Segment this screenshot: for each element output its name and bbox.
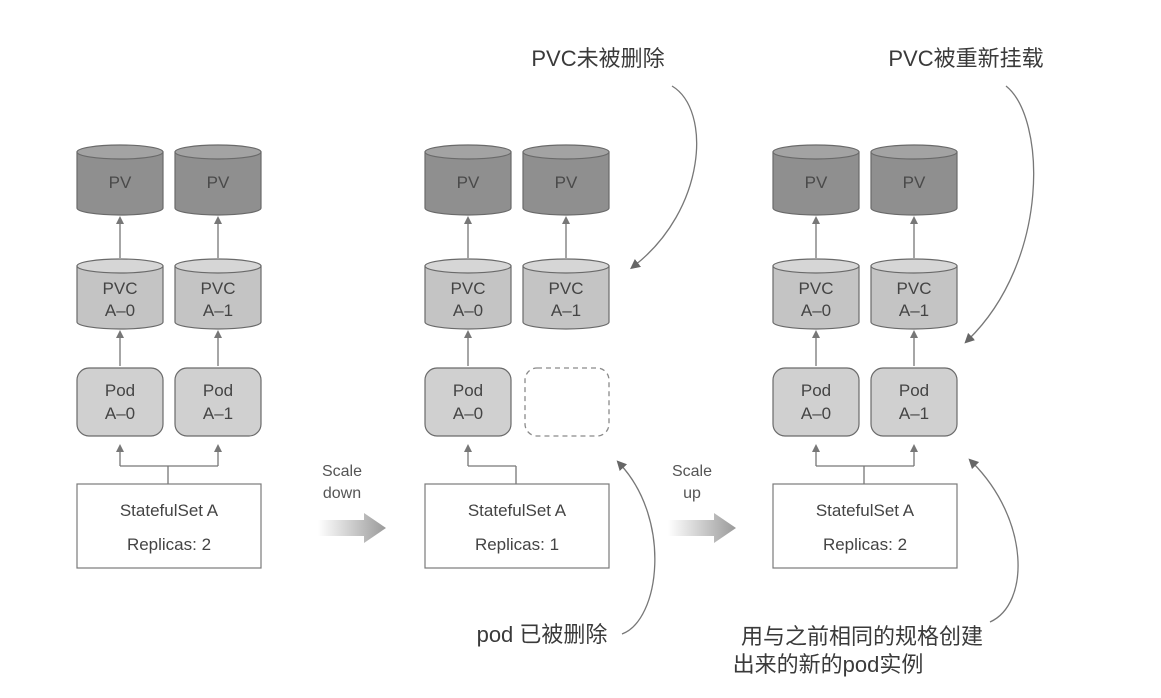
scale-down-label-2: down: [323, 485, 361, 502]
pod-box: Pod A–0: [424, 367, 512, 437]
pvc-ordinal: A–0: [801, 301, 831, 320]
pod-name: Pod: [453, 381, 483, 400]
annotation-pvc-reattached: PVC被重新挂载: [888, 46, 1043, 71]
pvc-cylinder: PVC A–1: [174, 258, 262, 330]
annotation-pvc-not-deleted: PVC未被删除: [531, 46, 664, 71]
pod-box: Pod A–0: [772, 367, 860, 437]
pvc-cylinder: PVC A–0: [772, 258, 860, 330]
statefulset-connector: [464, 444, 517, 484]
pod-ordinal: A–0: [105, 404, 135, 423]
pod-name: Pod: [105, 381, 135, 400]
pod-ordinal: A–1: [203, 404, 233, 423]
pvc-name: PVC: [201, 279, 236, 298]
scale-down-transition: Scale down: [318, 463, 386, 543]
scale-up-transition: Scale up: [668, 463, 736, 543]
pv-label: PV: [457, 173, 480, 192]
pod-ordinal: A–0: [801, 404, 831, 423]
pv-label: PV: [903, 173, 926, 192]
scale-up-label-1: Scale: [672, 463, 712, 480]
pv-cylinder: PV: [870, 144, 958, 216]
pvc-cylinder: PVC A–0: [76, 258, 164, 330]
pod-name: Pod: [203, 381, 233, 400]
pod-name: Pod: [801, 381, 831, 400]
annotation-pod-deleted: pod 已被删除: [477, 622, 608, 647]
pv-cylinder: PV: [76, 144, 164, 216]
statefulset-replicas: Replicas: 1: [475, 535, 559, 554]
pvc-cylinder: PVC A–0: [424, 258, 512, 330]
pvc-ordinal: A–1: [551, 301, 581, 320]
pv-label: PV: [109, 173, 132, 192]
pod-box: Pod A–1: [870, 367, 958, 437]
pv-cylinder: PV: [174, 144, 262, 216]
statefulset-replicas: Replicas: 2: [127, 535, 211, 554]
pv-cylinder: PV: [522, 144, 610, 216]
pvc-name: PVC: [799, 279, 834, 298]
annotation-curve-pvc-reattached: [964, 85, 1035, 344]
pod-ordinal: A–1: [899, 404, 929, 423]
stage-3: PV PV PVC A–0 PVC A–1 Pod A–0: [772, 144, 958, 569]
scale-up-label-2: up: [683, 485, 701, 502]
annotation-curve-pvc-not-deleted: [630, 85, 698, 270]
statefulset-box: StatefulSet A Replicas: 2: [76, 483, 262, 569]
pod-box: Pod A–1: [174, 367, 262, 437]
statefulset-box: StatefulSet A Replicas: 2: [772, 483, 958, 569]
statefulset-name: StatefulSet A: [120, 501, 219, 520]
pod-box: Pod A–0: [76, 367, 164, 437]
pvc-name: PVC: [549, 279, 584, 298]
deleted-pod-placeholder: [524, 367, 610, 437]
statefulset-replicas: Replicas: 2: [823, 535, 907, 554]
statefulset-box: StatefulSet A Replicas: 1: [424, 483, 610, 569]
pvc-name: PVC: [451, 279, 486, 298]
scale-up-arrow-icon: [668, 513, 736, 543]
pvc-ordinal: A–0: [453, 301, 483, 320]
pod-name: Pod: [899, 381, 929, 400]
scale-down-arrow-icon: [318, 513, 386, 543]
annotation-new-pod-line-1: 用与之前相同的规格创建: [741, 624, 983, 649]
pvc-ordinal: A–1: [203, 301, 233, 320]
pvc-cylinder: PVC A–1: [870, 258, 958, 330]
statefulset-name: StatefulSet A: [468, 501, 567, 520]
statefulset-connector: [812, 444, 918, 484]
scale-down-label-1: Scale: [322, 463, 362, 480]
pv-label: PV: [555, 173, 578, 192]
pvc-ordinal: A–0: [105, 301, 135, 320]
pvc-name: PVC: [103, 279, 138, 298]
pvc-ordinal: A–1: [899, 301, 929, 320]
statefulset-name: StatefulSet A: [816, 501, 915, 520]
pv-cylinder: PV: [424, 144, 512, 216]
pvc-name: PVC: [897, 279, 932, 298]
pv-label: PV: [207, 173, 230, 192]
annotation-curve-pod-deleted: [616, 460, 656, 635]
pvc-cylinder: PVC A–1: [522, 258, 610, 330]
pv-label: PV: [805, 173, 828, 192]
pv-cylinder: PV: [772, 144, 860, 216]
annotation-curve-new-pod: [968, 458, 1019, 623]
stage-2: PV PV PVC A–0 PVC A–1 Pod A–0: [424, 144, 610, 569]
statefulset-connector: [116, 444, 222, 484]
pod-ordinal: A–0: [453, 404, 483, 423]
stage-1: PV PV PVC A–0 PVC A–1 Pod A–0: [76, 144, 262, 569]
annotation-new-pod-line-2: 出来的新的pod实例: [733, 652, 924, 677]
